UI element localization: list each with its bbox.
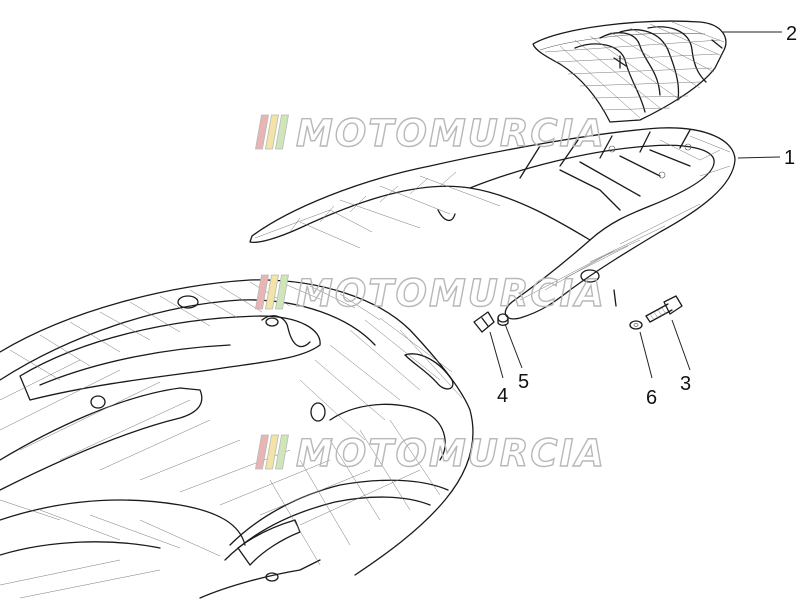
callout-4: 4 xyxy=(497,385,508,407)
part-3-screw xyxy=(645,295,683,323)
part-5-spacer xyxy=(497,313,509,326)
callout-3: 3 xyxy=(680,373,691,395)
callout-5: 5 xyxy=(518,371,529,393)
svg-text:MOTOMURCIA: MOTOMURCIA xyxy=(296,432,606,475)
part-2-seat-pad xyxy=(532,20,727,123)
callout-2: 2 xyxy=(786,23,797,45)
part-6-washer xyxy=(629,320,643,330)
watermark-1: MOTOMURCIA xyxy=(255,111,606,156)
leader-lines xyxy=(489,31,782,379)
svg-text:MOTOMURCIA: MOTOMURCIA xyxy=(296,272,606,315)
part-1-rear-rack xyxy=(249,127,736,320)
callout-1: 1 xyxy=(784,147,795,169)
svg-text:MOTOMURCIA: MOTOMURCIA xyxy=(296,112,606,155)
watermark-3: MOTOMURCIA xyxy=(255,431,606,476)
watermark-2: MOTOMURCIA xyxy=(255,271,606,316)
callout-labels: 2 1 3 4 5 6 xyxy=(497,23,797,409)
callout-6: 6 xyxy=(646,387,657,409)
rear-body-fairing xyxy=(0,279,474,599)
part-4-clip xyxy=(473,311,495,333)
